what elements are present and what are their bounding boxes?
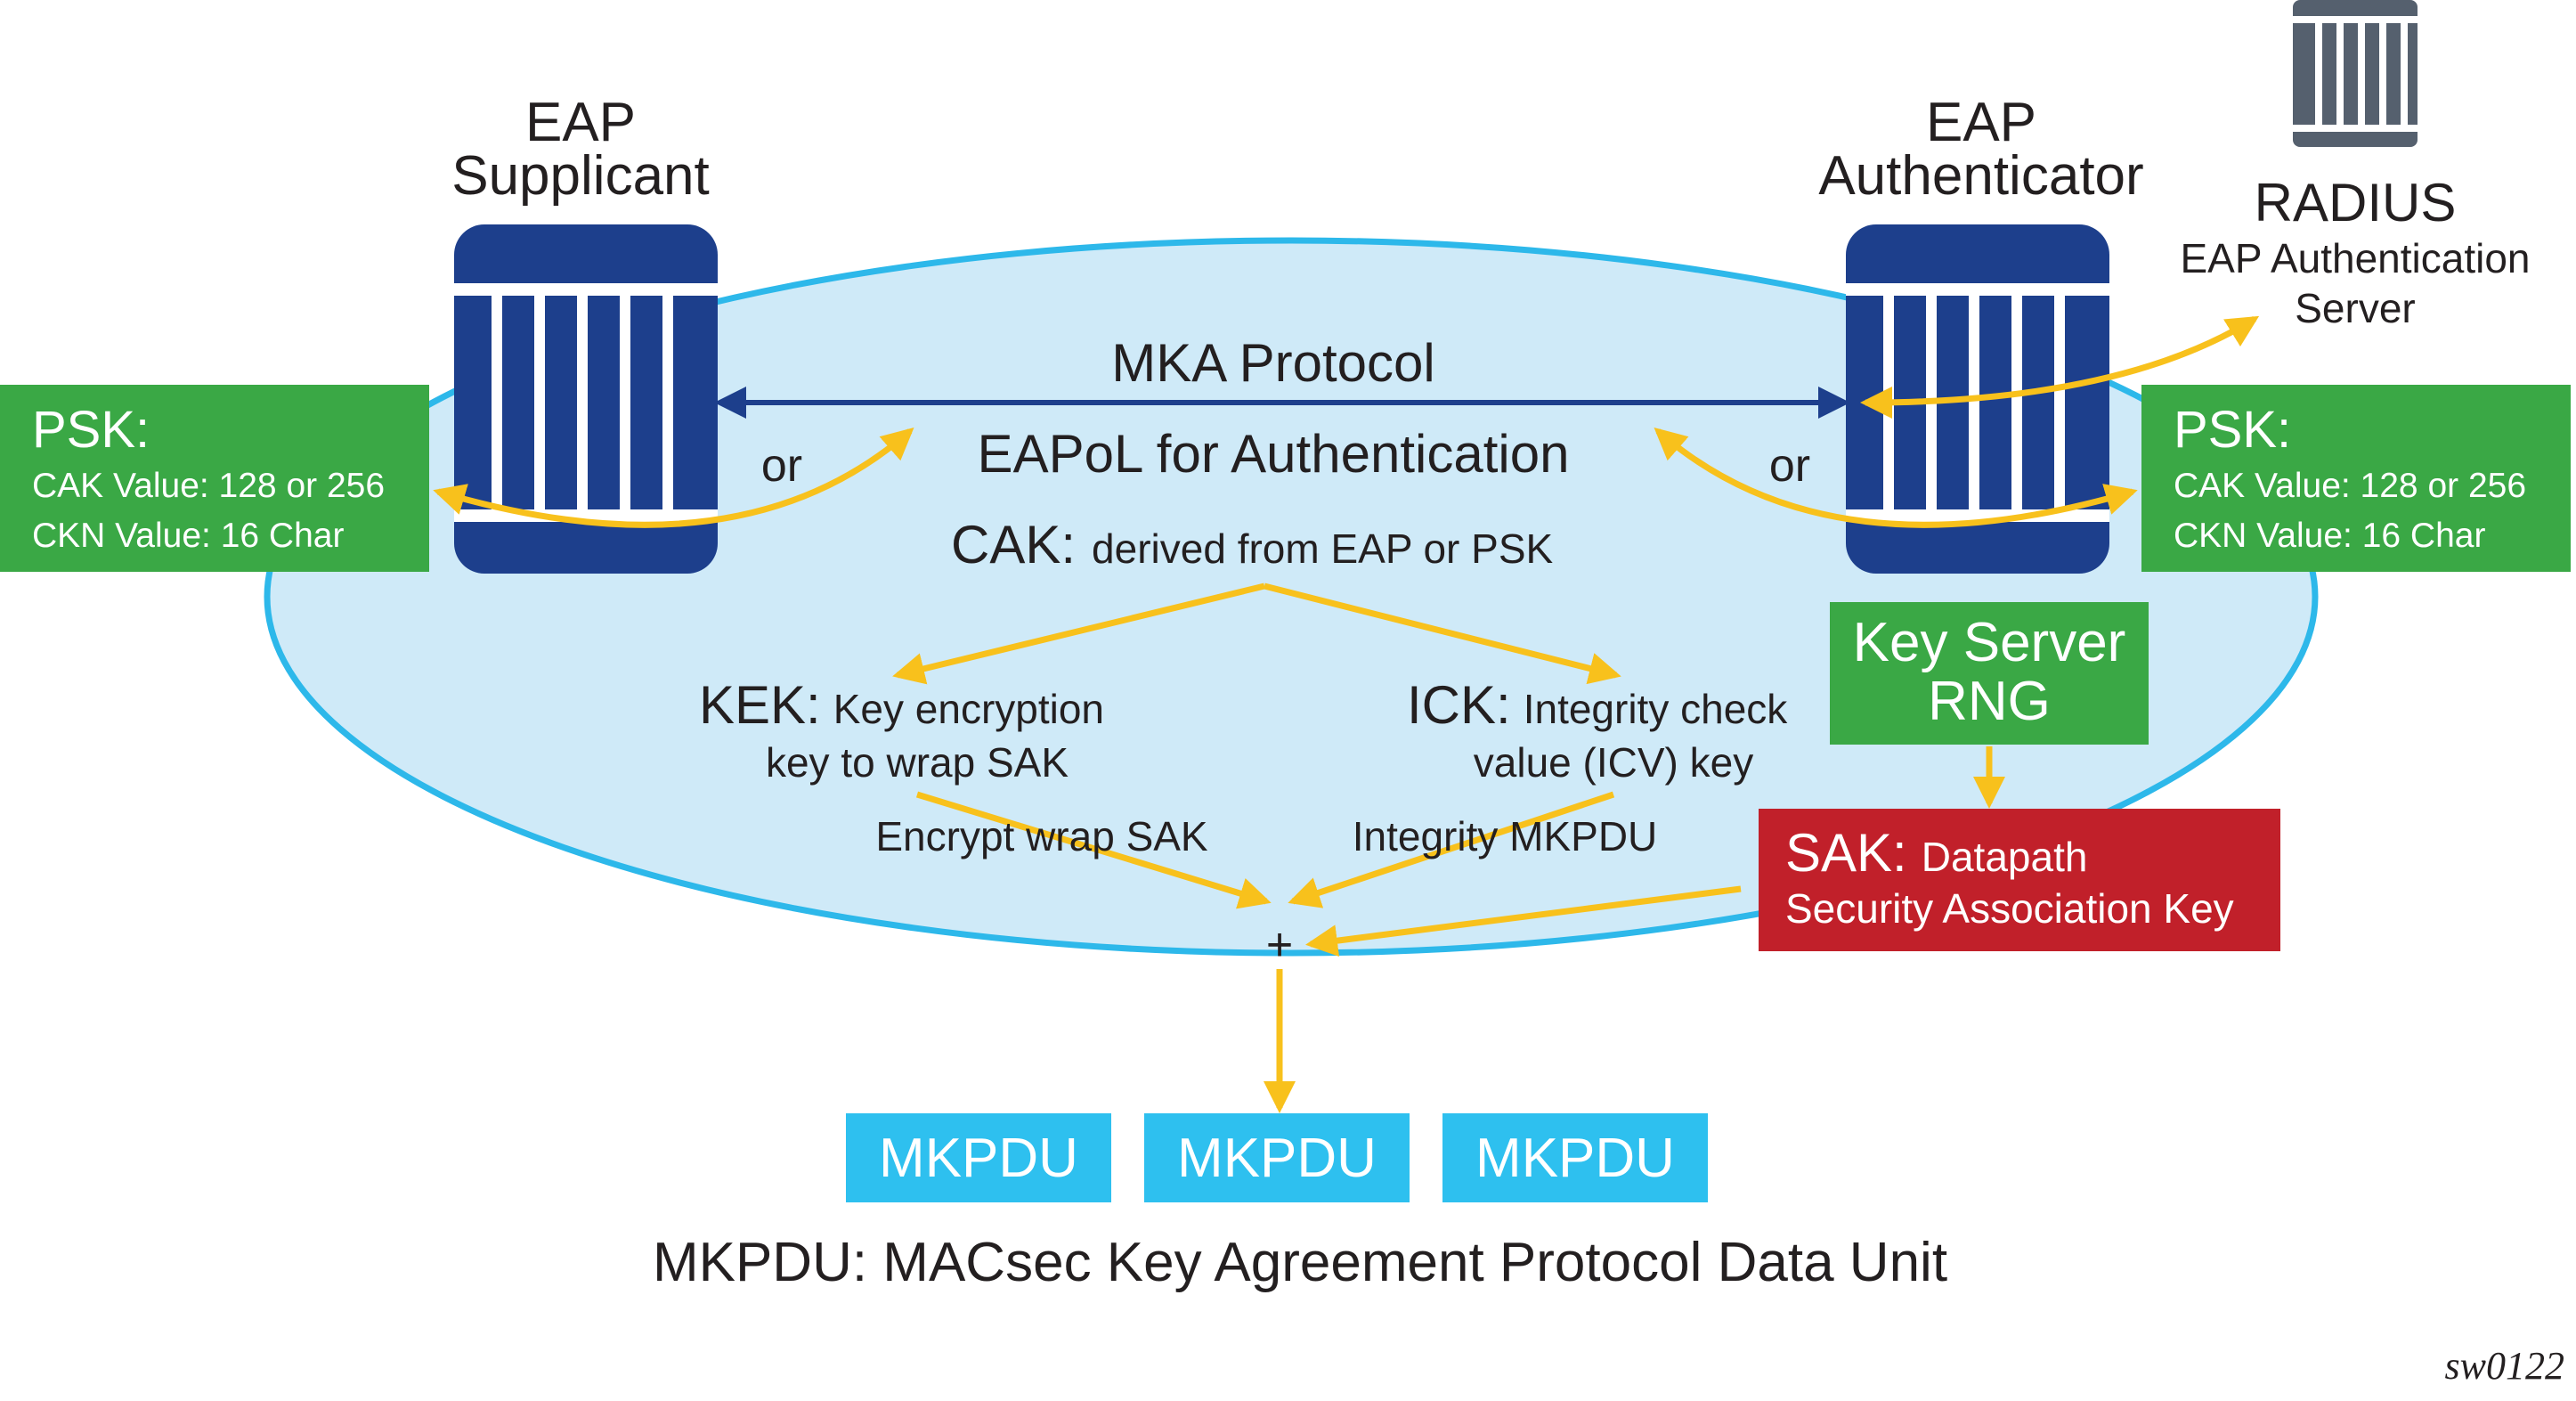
supplicant-label-line1: EAP — [525, 92, 636, 153]
key-server-line2: RNG — [1928, 671, 2051, 732]
psk-left-box: PSK: CAK Value: 128 or 256 CKN Value: 16… — [0, 385, 429, 572]
or-left-curve — [433, 428, 914, 528]
cak-desc: derived from EAP or PSK — [1092, 525, 1553, 572]
radius-link-curve — [1860, 315, 2260, 419]
authenticator-label-line1: EAP — [1926, 92, 2036, 153]
mkpdu-label-3: MKPDU — [1475, 1128, 1675, 1189]
psk-left-ckn: CKN Value: 16 Char — [32, 517, 344, 555]
cak-to-ick-arrow — [1264, 582, 1621, 685]
ick-label: ICK: Integrity check — [1407, 675, 1788, 735]
cak-to-kek-arrow — [892, 582, 1265, 685]
radius-server-icon — [2293, 0, 2418, 147]
kek-label: KEK: Key encryption — [699, 675, 1104, 735]
kek-key: KEK: — [699, 675, 821, 735]
ick-desc1: Integrity check — [1524, 686, 1789, 732]
encrypt-wrap-label: Encrypt wrap SAK — [875, 813, 1208, 859]
mkpdu-box-3: MKPDU — [1442, 1113, 1708, 1202]
sak-line1: SAK: Datapath — [1785, 823, 2087, 883]
or-right-curve — [1654, 428, 2138, 528]
ick-desc2: value (ICV) key — [1474, 739, 1753, 786]
integrity-arrow — [1288, 791, 1615, 908]
radius-desc-line1: EAP Authentication — [2181, 235, 2531, 281]
macsec-domain-ellipse — [264, 237, 2319, 957]
mkpdu-box-1: MKPDU — [846, 1113, 1111, 1202]
psk-left-title: PSK: — [32, 401, 150, 459]
psk-right-ckn: CKN Value: 16 Char — [2174, 517, 2485, 555]
kek-desc2: key to wrap SAK — [766, 739, 1069, 786]
caption: MKPDU: MACsec Key Agreement Protocol Dat… — [653, 1232, 1947, 1293]
radius-title: RADIUS — [2255, 173, 2457, 232]
key-server-box: Key Server RNG — [1830, 602, 2149, 745]
sak-box: SAK: Datapath Security Association Key — [1759, 809, 2280, 951]
figure-id: sw0122 — [2445, 1344, 2564, 1388]
mkpdu-label-2: MKPDU — [1177, 1128, 1377, 1189]
mka-protocol-label: MKA Protocol — [1111, 333, 1435, 393]
encrypt-wrap-arrow — [915, 791, 1272, 909]
kek-desc1: Key encryption — [833, 686, 1104, 732]
psk-left-cak: CAK Value: 128 or 256 — [32, 467, 385, 505]
psk-right-cak: CAK Value: 128 or 256 — [2174, 467, 2526, 505]
or-left-label: or — [761, 440, 802, 492]
sak-desc2: Security Association Key — [1785, 885, 2234, 932]
eapol-label: EAPoL for Authentication — [978, 424, 1570, 484]
radius-desc-line2: Server — [2295, 285, 2415, 331]
mkpdu-label-1: MKPDU — [879, 1128, 1078, 1189]
key-server-line1: Key Server — [1853, 612, 2126, 673]
sak-key: SAK: — [1785, 823, 1907, 883]
cak-key: CAK: — [951, 515, 1076, 574]
integrity-mkpdu-label: Integrity MKPDU — [1353, 813, 1658, 859]
supplicant-label-line2: Supplicant — [451, 145, 710, 207]
mkpdu-box-2: MKPDU — [1144, 1113, 1410, 1202]
sak-desc1: Datapath — [1922, 834, 2088, 880]
or-right-label: or — [1769, 440, 1810, 492]
sak-to-plus-arrow — [1305, 885, 1742, 957]
ick-key: ICK: — [1407, 675, 1511, 735]
cak-label: CAK: derived from EAP or PSK — [951, 515, 1554, 574]
psk-right-title: PSK: — [2174, 401, 2291, 459]
plus-symbol: + — [1266, 919, 1293, 971]
authenticator-label-line2: Authenticator — [1818, 145, 2143, 207]
psk-right-box: PSK: CAK Value: 128 or 256 CKN Value: 16… — [2141, 385, 2571, 572]
